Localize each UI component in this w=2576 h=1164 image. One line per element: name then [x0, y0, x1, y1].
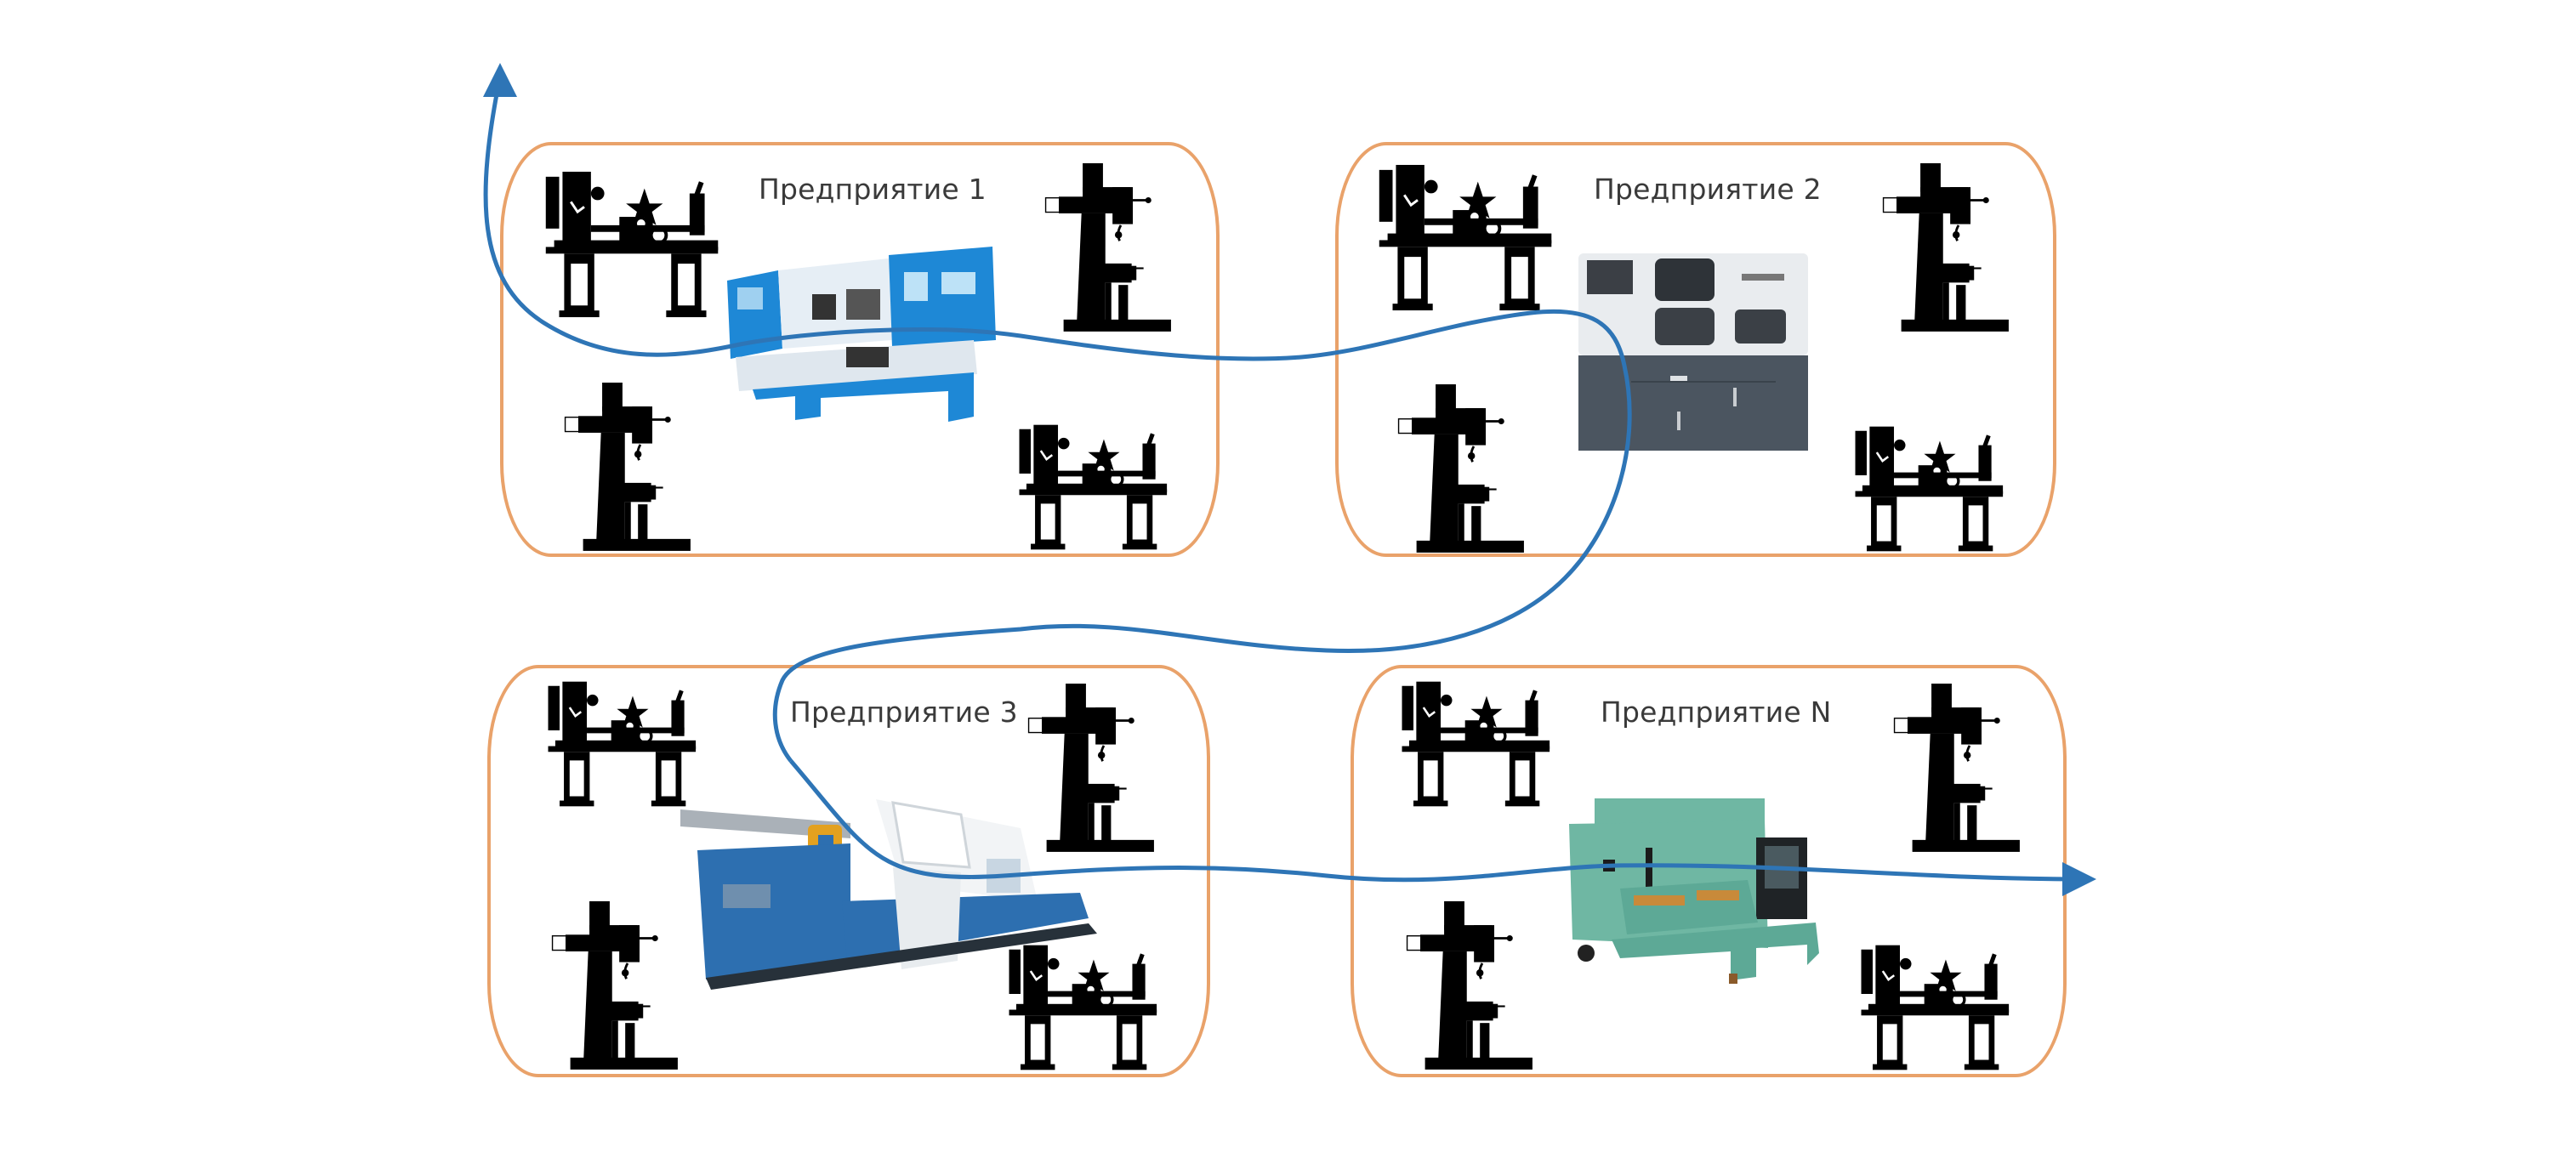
lathe-icon: [1017, 423, 1169, 551]
lathe-icon: [1859, 944, 2010, 1071]
heavy-lathe-image: [680, 799, 1097, 990]
milling-machine-icon: [1893, 684, 2022, 854]
lathe-icon: [1378, 163, 1554, 312]
cnc-lathe-image: [727, 247, 996, 422]
milling-machine-icon: [564, 383, 692, 553]
milling-machine-icon: [1044, 163, 1173, 333]
lathe-icon: [544, 170, 720, 319]
enterprise-title: Предприятие N: [1601, 696, 1832, 729]
enterprise-title: Предприятие 1: [759, 173, 987, 206]
enterprise-title: Предприятие 2: [1594, 173, 1822, 206]
milling-machine-icon: [1397, 384, 1526, 554]
milling-machine-icon: [1406, 901, 1534, 1071]
enterprise-title: Предприятие 3: [790, 696, 1018, 729]
milling-machine-icon: [1882, 163, 2010, 333]
lathe-icon: [1853, 425, 2005, 553]
lathe-icon: [546, 680, 697, 808]
milling-machine-icon: [551, 901, 680, 1071]
cnc-turning-center-image: [1578, 253, 1808, 451]
universal-lathe-image: [1569, 798, 1819, 984]
lathe-icon: [1400, 680, 1551, 808]
